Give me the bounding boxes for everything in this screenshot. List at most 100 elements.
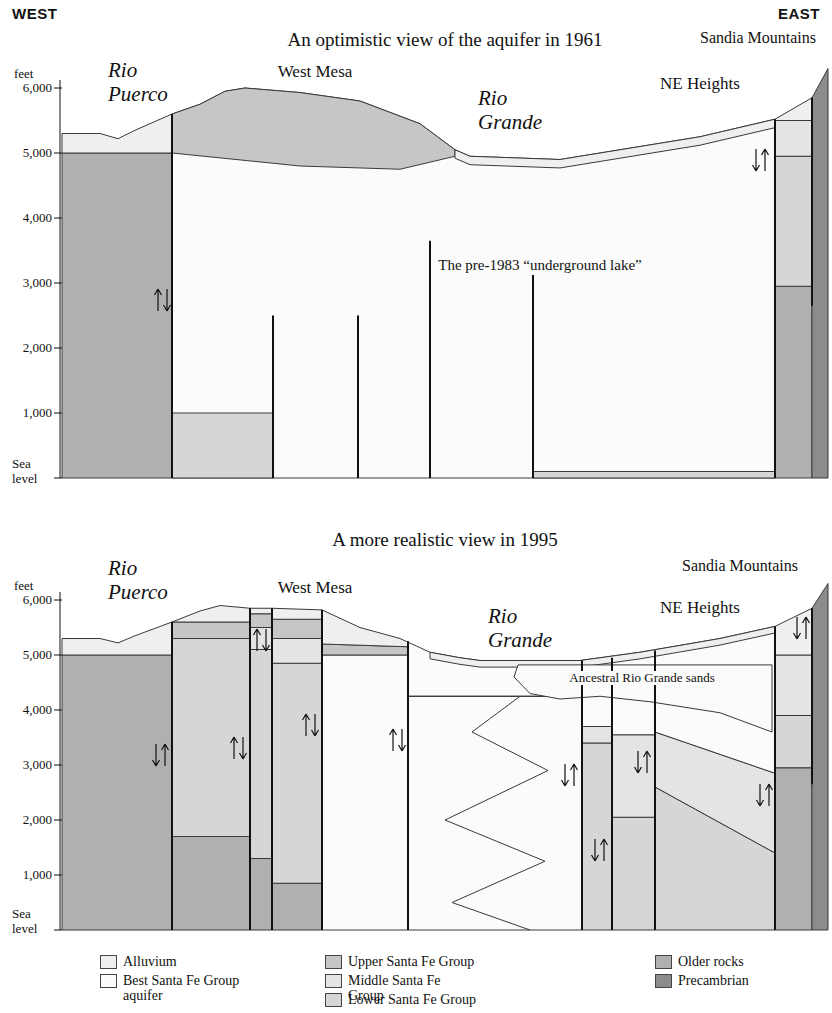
fault-line bbox=[811, 98, 813, 306]
legend-item: Precambrian bbox=[655, 973, 749, 988]
fault-motion-arrow bbox=[263, 629, 270, 651]
rock-layer bbox=[775, 655, 812, 716]
fault-line bbox=[654, 651, 656, 930]
legend-item: Best Santa Fe Group aquifer bbox=[100, 973, 253, 1004]
section-1961 bbox=[54, 69, 828, 479]
rock-layer bbox=[272, 608, 322, 619]
legend-text: Upper Santa Fe Group bbox=[348, 954, 474, 969]
rock-layer bbox=[272, 619, 322, 638]
rock-layer bbox=[62, 655, 172, 930]
axis-line bbox=[60, 80, 61, 478]
fault-line bbox=[581, 661, 583, 931]
fault-line bbox=[532, 270, 534, 478]
rock-layer bbox=[775, 121, 812, 157]
panel-title: A more realistic view in 1995 bbox=[332, 529, 557, 551]
axis-value: 2,000 bbox=[23, 341, 52, 356]
axis-tick bbox=[54, 600, 62, 601]
rock-layer bbox=[612, 735, 655, 818]
axis-value: Sea level bbox=[12, 907, 48, 937]
legend-text: Precambrian bbox=[678, 973, 749, 988]
axis-tick bbox=[54, 875, 62, 876]
axis-tick bbox=[54, 348, 62, 349]
legend-swatch bbox=[655, 955, 672, 969]
axis-value: 6,000 bbox=[23, 81, 52, 96]
rock-layer bbox=[812, 69, 828, 479]
section-1995 bbox=[54, 584, 828, 931]
axis-value: 6,000 bbox=[23, 593, 52, 608]
rock-layer bbox=[62, 153, 172, 478]
river-name: Rio Grande bbox=[478, 86, 558, 134]
rock-layer bbox=[172, 639, 250, 837]
unit-label: Ancestral Rio Grande sands bbox=[566, 671, 718, 686]
axis-value: 2,000 bbox=[23, 813, 52, 828]
axis-value: 1,000 bbox=[23, 868, 52, 883]
fault-motion-arrow bbox=[794, 617, 801, 639]
axis-value: 4,000 bbox=[23, 703, 52, 718]
rock-layer bbox=[62, 622, 172, 655]
axis-tick bbox=[54, 820, 62, 821]
axis-tick bbox=[54, 413, 62, 414]
fault-line bbox=[171, 622, 173, 930]
fault-motion-arrow bbox=[240, 737, 247, 759]
alluvium-layer bbox=[430, 626, 775, 667]
river-name: Rio Puerco bbox=[108, 58, 188, 106]
rock-layer bbox=[272, 663, 322, 883]
legend-text: Older rocks bbox=[678, 954, 744, 969]
fault-motion-arrow bbox=[303, 714, 310, 736]
fault-line bbox=[249, 608, 251, 930]
rock-layer bbox=[775, 608, 812, 655]
fault-motion-arrow bbox=[601, 839, 608, 861]
axis-tick bbox=[54, 283, 62, 284]
rock-layer bbox=[250, 859, 272, 931]
axis-unit: feet bbox=[14, 67, 33, 82]
rock-layer bbox=[272, 883, 322, 930]
fault-motion-arrow bbox=[562, 764, 569, 786]
legend-item: Older rocks bbox=[655, 954, 744, 969]
fault-motion-arrow bbox=[164, 289, 171, 311]
axis-value: 4,000 bbox=[23, 211, 52, 226]
axis-unit: feet bbox=[14, 579, 33, 594]
fault-line bbox=[271, 608, 273, 930]
fault-line bbox=[171, 114, 173, 478]
rock-layer bbox=[272, 639, 322, 664]
fault-motion-arrow bbox=[592, 839, 599, 861]
fault-motion-arrow bbox=[312, 714, 319, 736]
fault-line bbox=[774, 626, 776, 930]
rock-layer bbox=[172, 413, 273, 478]
panel-title: An optimistic view of the aquifer in 196… bbox=[287, 29, 602, 51]
rock-layer bbox=[62, 114, 172, 153]
upper-santa-fe-layer bbox=[172, 88, 455, 169]
river-name: Rio Puerco bbox=[108, 556, 188, 604]
axis-value: 3,000 bbox=[23, 758, 52, 773]
fault-line bbox=[321, 610, 323, 930]
fault-line bbox=[407, 641, 409, 930]
axis-tick bbox=[54, 930, 62, 931]
rock-layer bbox=[775, 286, 812, 478]
place-name: Sandia Mountains bbox=[682, 557, 798, 575]
fault-line bbox=[429, 241, 431, 478]
place-name: Sandia Mountains bbox=[700, 29, 816, 47]
direction-label: EAST bbox=[778, 5, 820, 22]
axis-tick bbox=[54, 655, 62, 656]
axis-tick bbox=[54, 478, 62, 479]
legend-text: Alluvium bbox=[123, 954, 177, 969]
interfingering-contact bbox=[445, 696, 548, 930]
fault-motion-arrow bbox=[153, 744, 160, 766]
fault-motion-arrow bbox=[399, 729, 406, 751]
fault-line bbox=[272, 316, 274, 479]
axis-tick bbox=[54, 710, 62, 711]
axis-value: 3,000 bbox=[23, 276, 52, 291]
rock-layer bbox=[250, 608, 272, 614]
aquifer-note: The pre-1983 “underground lake” bbox=[435, 257, 644, 274]
place-name: West Mesa bbox=[278, 578, 353, 598]
rock-layer bbox=[812, 584, 828, 931]
legend-swatch bbox=[325, 993, 342, 1007]
legend-swatch bbox=[100, 955, 117, 969]
rock-layer bbox=[172, 88, 775, 478]
fault-motion-arrow bbox=[635, 751, 642, 773]
legend-item: Alluvium bbox=[100, 954, 177, 969]
fault-motion-arrow bbox=[162, 744, 169, 766]
rock-layer bbox=[322, 610, 408, 647]
